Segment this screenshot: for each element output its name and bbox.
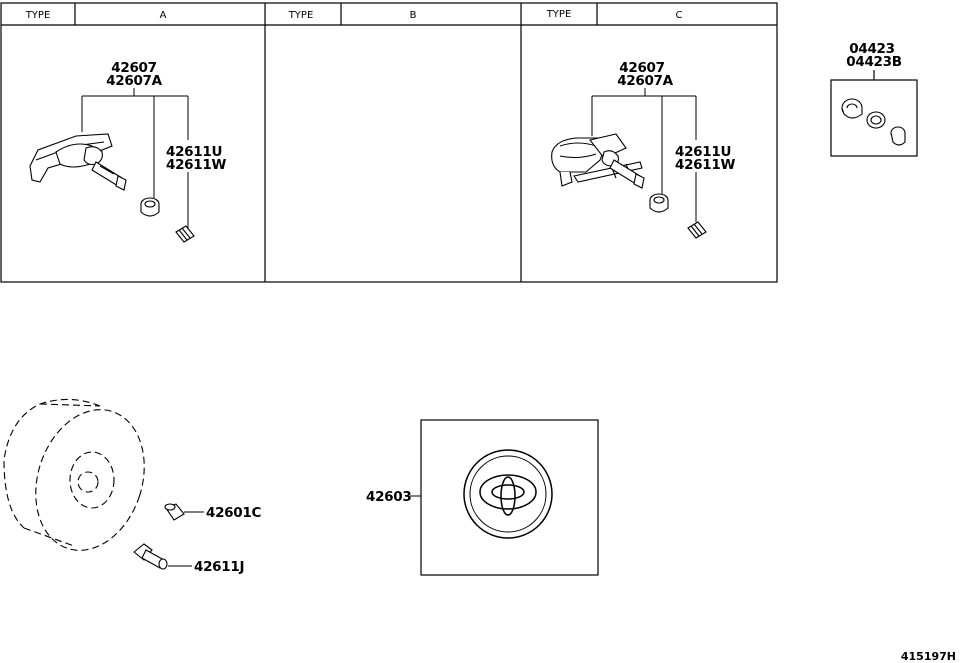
type-a-header-label: TYPE — [25, 10, 51, 21]
kit-part-number-2[interactable]: 04423B — [846, 54, 902, 70]
valve-stem-callout[interactable]: 42611J — [194, 559, 245, 575]
valve-stem-part-number[interactable]: 42611J — [194, 559, 245, 575]
type-a-header-value: A — [160, 10, 167, 21]
valve-core-type-a-callout[interactable]: 42611U 42611W — [166, 144, 227, 173]
type-b-header-label: TYPE — [288, 10, 314, 21]
type-c-valve-part-number-2[interactable]: 42611W — [675, 157, 736, 173]
wheel-phantom — [3, 398, 145, 551]
type-a-valve-part-number-2[interactable]: 42611W — [166, 157, 227, 173]
type-a-sensor-part-number-1[interactable]: 42607 — [111, 60, 157, 76]
type-c-header-label: TYPE — [546, 9, 572, 20]
type-table — [0, 2, 778, 283]
type-a-valve-part-number-1[interactable]: 42611U — [166, 144, 222, 160]
type-a-leader-lines — [81, 88, 189, 228]
toyota-emblem — [463, 449, 553, 539]
grommet-kit-parts — [841, 98, 906, 146]
type-c-sensor-part-number-1[interactable]: 42607 — [619, 60, 665, 76]
valve-core-type-a — [175, 225, 195, 243]
tpms-sensor-type-a-callout[interactable]: 42607 42607A — [106, 60, 163, 89]
valve-cap-type-a — [140, 197, 160, 217]
valve-cap-callout[interactable]: 42601C — [206, 505, 262, 521]
grommet-kit-callout[interactable]: 04423 04423B — [846, 41, 902, 70]
grommet-kit-box — [830, 70, 918, 157]
type-c-valve-part-number-1[interactable]: 42611U — [675, 144, 731, 160]
valve-cap-type-c — [649, 193, 669, 213]
ornament-box — [420, 419, 599, 576]
valve-cap-42601c — [164, 503, 185, 521]
type-a-sensor-part-number-2[interactable]: 42607A — [106, 73, 163, 89]
ornament-callout[interactable]: 42603 — [366, 489, 412, 505]
valve-cap-part-number[interactable]: 42601C — [206, 505, 262, 521]
wheel-parts-leader-lines — [168, 511, 204, 567]
valve-core-type-c-callout[interactable]: 42611U 42611W — [675, 144, 736, 173]
tpms-sensor-type-c — [551, 133, 645, 189]
type-c-leader-lines — [591, 88, 697, 222]
kit-part-number-1[interactable]: 04423 — [849, 41, 895, 57]
tpms-sensor-type-a — [29, 133, 127, 191]
ornament-part-number[interactable]: 42603 — [366, 489, 412, 505]
tpms-sensor-type-c-callout[interactable]: 42607 42607A — [617, 60, 674, 89]
type-c-header-value: C — [676, 10, 683, 21]
valve-core-type-c — [687, 221, 707, 239]
type-c-sensor-part-number-2[interactable]: 42607A — [617, 73, 674, 89]
figure-number: 415197H — [901, 650, 956, 663]
valve-stem-42611j — [133, 543, 168, 570]
type-b-header-value: B — [410, 10, 417, 21]
